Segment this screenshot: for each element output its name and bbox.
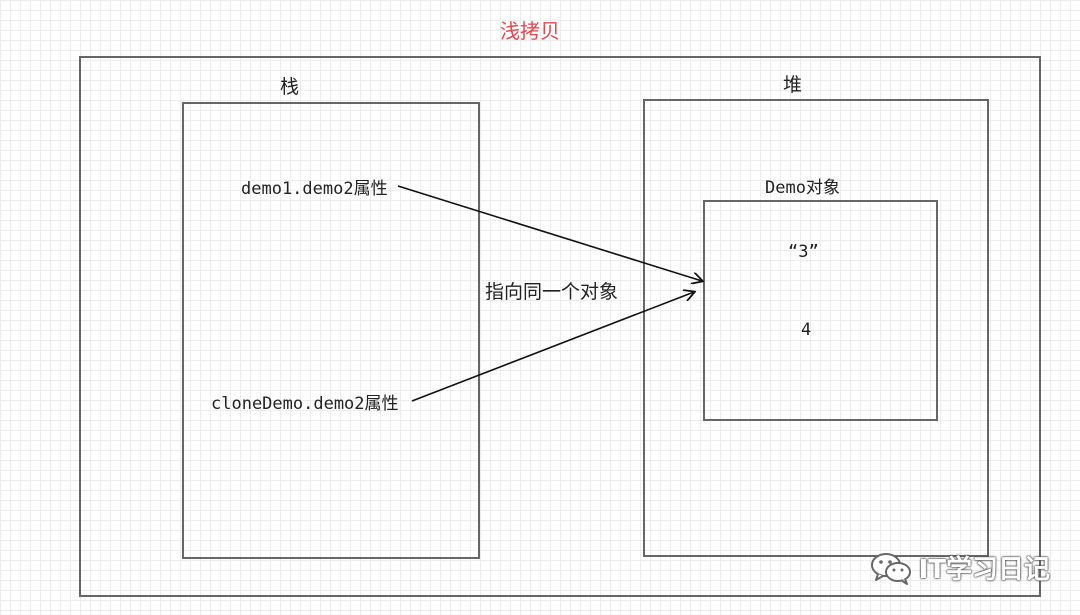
stack-item-demo1: demo1.demo2属性 bbox=[241, 179, 388, 199]
demo-object-box bbox=[703, 200, 938, 421]
stack-box bbox=[182, 102, 480, 559]
object-label: Demo对象 bbox=[765, 178, 840, 198]
stack-label: 栈 bbox=[280, 76, 300, 98]
object-value-string: “3” bbox=[788, 242, 819, 262]
outer-frame bbox=[79, 56, 1041, 597]
stack-item-clonedemo: cloneDemo.demo2属性 bbox=[211, 394, 399, 414]
arrow-label: 指向同一个对象 bbox=[485, 281, 619, 303]
wechat-icon bbox=[870, 552, 911, 585]
heap-label: 堆 bbox=[783, 74, 803, 96]
watermark-text: IT学习日记 bbox=[918, 555, 1050, 585]
watermark: IT学习日记 bbox=[869, 549, 1050, 586]
diagram-title: 浅拷贝 bbox=[500, 19, 560, 43]
object-value-number: 4 bbox=[801, 320, 812, 340]
